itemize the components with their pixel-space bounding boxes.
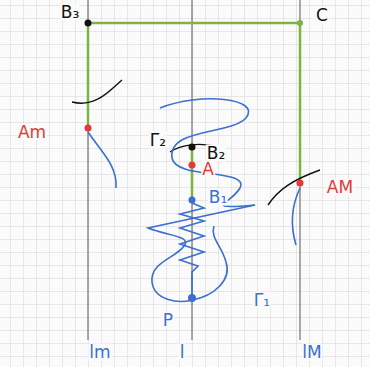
point-label: B₃ [60,4,80,21]
curve-label: Γ₂ [149,132,167,149]
point-label: A [201,161,215,178]
point-label: C [315,7,329,24]
point-label: B₁ [208,189,228,206]
point-label: Am [17,124,47,141]
line-label: l [179,344,186,361]
line-label: lM [301,344,322,361]
point-label: B₂ [206,145,226,162]
curve-label: Γ₁ [253,292,271,309]
point-label: AM [326,179,354,196]
line-label: lm [88,344,111,361]
point-label: P [162,312,174,329]
